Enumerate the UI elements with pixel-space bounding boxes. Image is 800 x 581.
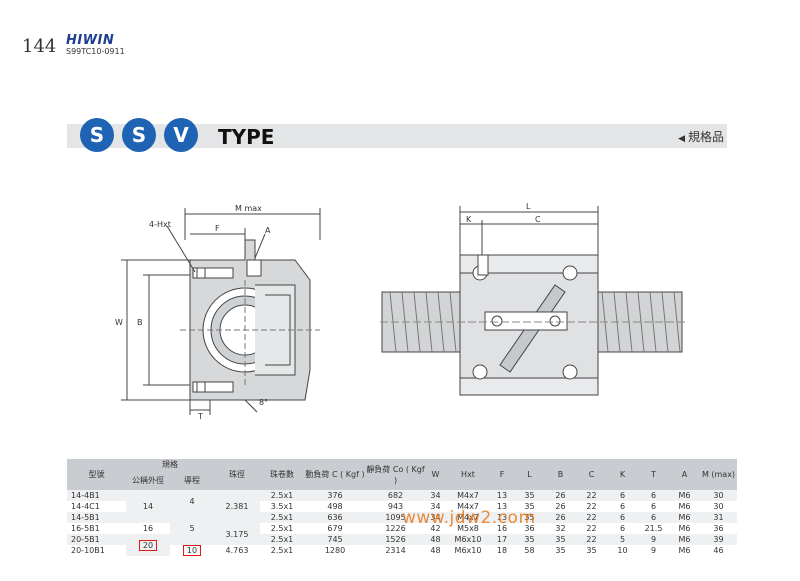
- label-t: T: [197, 412, 203, 420]
- side-view-drawing: L K C: [380, 202, 685, 396]
- table-row: 20-10B1 10 4.763 2.5x1 1280 2314 48 M6x1…: [67, 545, 737, 556]
- th-c: C: [576, 459, 607, 490]
- dia-14: 14: [126, 490, 170, 523]
- th-t: T: [638, 459, 669, 490]
- th-k: K: [607, 459, 638, 490]
- th-dyn: 動負荷 C ( Kgf ): [304, 459, 366, 490]
- brand-logo: HIWIN: [66, 33, 115, 48]
- type-title: TYPE: [218, 125, 275, 149]
- type-letter-2: S: [122, 118, 156, 152]
- highlight-dia-20: 20: [138, 539, 158, 551]
- th-spec-group: 規格: [126, 459, 214, 470]
- table-row: 14-4B1 14 4 2.381 2.5x1 376 682 34 M4x7 …: [67, 490, 737, 523]
- ball-3175: 3.175: [214, 523, 260, 545]
- type-letter-1: S: [80, 118, 114, 152]
- spec-label: ◀規格品: [678, 128, 724, 145]
- label-angle: 8°: [259, 398, 268, 407]
- label-a: A: [265, 226, 271, 235]
- spec-table: 型號 規格 珠徑 珠卷數 動負荷 C ( Kgf ) 靜負荷 Co ( Kgf …: [67, 459, 737, 556]
- catalog-code: S99TC10-0911: [66, 47, 125, 56]
- th-ball: 珠徑: [214, 459, 260, 490]
- th-w: W: [425, 459, 446, 490]
- triangle-left-icon: ◀: [678, 134, 685, 144]
- table-row: 16-5B1 16 3.175 2.5x1 679 1226 42 M5x8 1…: [67, 523, 737, 545]
- label-k: K: [466, 215, 472, 224]
- page-number: 144: [22, 36, 57, 57]
- table-row: 14-4C1 3.5x1 498 943 34 M4x7 13 35 26 22…: [67, 501, 737, 512]
- th-turns: 珠卷數: [260, 459, 304, 490]
- ball-2381: 2.381: [214, 490, 260, 523]
- dia-20: 20: [126, 534, 170, 556]
- label-w: W: [115, 318, 123, 327]
- th-dia: 公稱外徑: [126, 470, 170, 490]
- label-b: B: [137, 318, 143, 327]
- front-view-drawing: M max F 4-Hxt A W B T 8°: [115, 204, 321, 420]
- th-a: A: [669, 459, 700, 490]
- label-c: C: [535, 215, 541, 224]
- th-f: F: [490, 459, 514, 490]
- lead-4: 4: [170, 490, 214, 512]
- spec-label-text: 規格品: [687, 130, 724, 144]
- lead-5: 5: [170, 512, 214, 545]
- table-row: 14-5B1 5 2.5x1 636 1095 34 M4x7 13 35 26…: [67, 512, 737, 545]
- th-hxt: Hxt: [446, 459, 490, 490]
- label-l: L: [526, 202, 531, 211]
- th-stat: 靜負荷 Co ( Kgf ): [366, 459, 425, 490]
- ball-4763: 4.763: [214, 545, 260, 556]
- th-m: M (max): [700, 459, 737, 490]
- label-m-max: M max: [235, 204, 262, 213]
- th-model: 型號: [67, 459, 126, 490]
- lead-10: 10: [170, 545, 214, 556]
- highlight-lead-10: 10: [182, 545, 202, 556]
- type-letter-3: V: [164, 118, 198, 152]
- label-hxt: 4-Hxt: [149, 220, 171, 229]
- table-row: 20-5B1 20 2.5x1 745 1526 48 M6x10 17 35 …: [67, 534, 737, 556]
- dia-16: 16: [126, 523, 170, 534]
- label-f: F: [215, 224, 220, 233]
- th-lead: 導程: [170, 470, 214, 490]
- th-b: B: [545, 459, 576, 490]
- watermark: www.jdw2.com: [402, 508, 536, 528]
- th-l: L: [514, 459, 545, 490]
